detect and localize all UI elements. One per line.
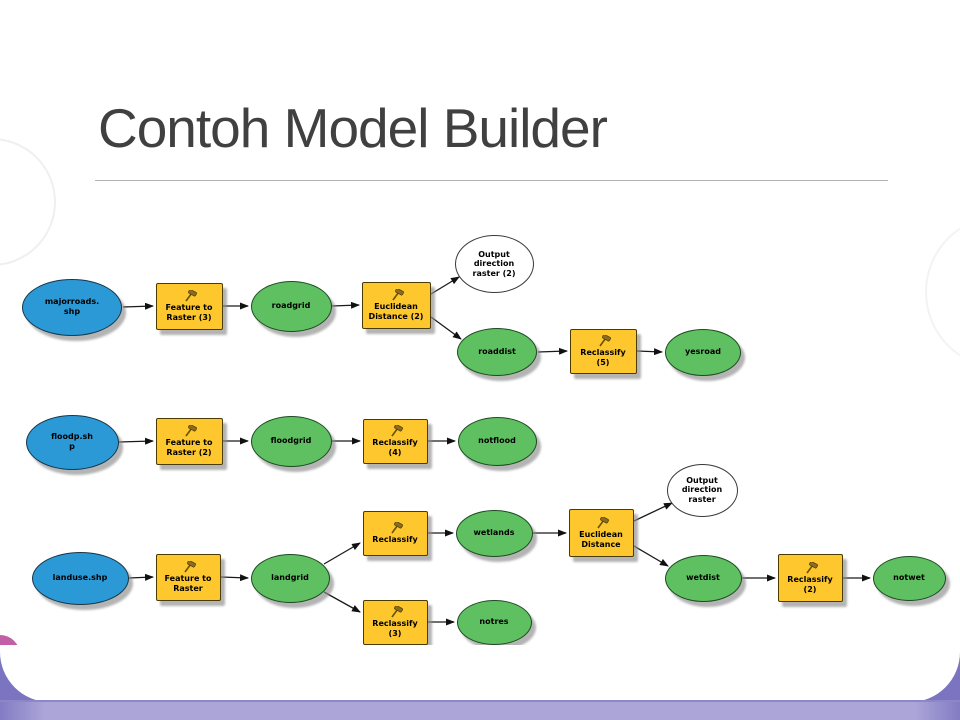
roadgrid-node: roadgrid [250, 280, 332, 332]
majorroads-shp-node: majorroads. shp [22, 278, 122, 336]
hammer-icon [388, 605, 403, 618]
landuse-shp-node: landuse.shp [31, 551, 129, 605]
yesroad-node: yesroad [665, 328, 741, 376]
hammer-icon [181, 560, 196, 573]
reclassify-2-node: Reclassify (2) [777, 554, 843, 602]
wetdist-node: wetdist [664, 554, 742, 602]
floodgrid-label: floodgrid [270, 436, 312, 446]
feature-to-raster-2-label: Feature to Raster (2) [165, 437, 213, 457]
notwet-node: notwet [872, 555, 946, 601]
floodp-shp-node: floodp.sh p [25, 414, 119, 470]
floodgrid-node: floodgrid [250, 415, 332, 467]
notres-node: notres [456, 599, 532, 645]
connector-arrow [331, 301, 360, 309]
roadgrid-label: roadgrid [271, 301, 311, 311]
title-divider [95, 180, 888, 181]
euclidean-distance-label: Euclidean Distance [579, 529, 623, 549]
majorroads-shp-label: majorroads. shp [44, 297, 100, 316]
connector-arrow [220, 574, 249, 582]
connector-arrow [636, 348, 663, 356]
connector-arrow [323, 591, 361, 613]
landgrid-node: landgrid [250, 553, 330, 603]
landgrid-label: landgrid [271, 573, 309, 583]
landuse-shp-label: landuse.shp [52, 573, 108, 583]
wetlands-label: wetlands [473, 528, 515, 538]
yesroad-label: yesroad [685, 347, 721, 357]
footer-white-curve [0, 645, 960, 702]
euclidean-distance-2-label: Euclidean Distance (2) [368, 301, 424, 321]
feature-to-raster-3-label: Feature to Raster (3) [165, 302, 213, 322]
connector-arrow [537, 347, 568, 355]
feature-to-raster-node: Feature to Raster [155, 553, 221, 601]
notflood-node: notflood [457, 416, 537, 466]
feature-to-raster-label: Feature to Raster [164, 573, 212, 593]
connector-arrow [430, 316, 462, 340]
roaddist-node: roaddist [457, 328, 537, 376]
euclidean-distance-2-node: Euclidean Distance (2) [361, 281, 431, 329]
reclassify-3-label: Reclassify (3) [372, 618, 418, 638]
connector-arrow [122, 302, 154, 310]
reclassify-3-node: Reclassify (3) [362, 599, 428, 645]
hammer-icon [389, 288, 404, 301]
connector-arrow [323, 542, 361, 565]
hammer-icon [182, 289, 197, 302]
connector-arrow [633, 545, 669, 567]
floodp-shp-label: floodp.sh p [51, 432, 93, 451]
slide-footer-decoration [0, 635, 960, 720]
notwet-label: notwet [893, 573, 925, 583]
feature-to-raster-3-node: Feature to Raster (3) [155, 282, 223, 330]
reclassify-5-node: Reclassify (5) [569, 328, 637, 374]
reclassify-4-node: Reclassify (4) [362, 418, 428, 464]
reclassify-label: Reclassify [372, 534, 418, 544]
notres-label: notres [479, 617, 509, 627]
output-direction-raster-2-label: Output direction raster (2) [472, 249, 516, 278]
hammer-icon [594, 516, 609, 529]
wetdist-label: wetdist [686, 573, 720, 583]
wetlands-node: wetlands [455, 509, 533, 557]
connector-arrow [118, 437, 154, 445]
output-direction-raster-node: Output direction raster [666, 463, 738, 517]
connector-arrow [128, 573, 154, 581]
hammer-icon [596, 334, 611, 347]
reclassify-5-label: Reclassify (5) [580, 347, 626, 367]
connector-arrow [430, 276, 460, 295]
slide-title: Contoh Model Builder [98, 97, 608, 159]
reclassify-4-label: Reclassify (4) [372, 437, 418, 457]
hammer-icon [182, 424, 197, 437]
footer-purple-band [0, 700, 960, 720]
hammer-icon [388, 424, 403, 437]
euclidean-distance-node: Euclidean Distance [568, 509, 634, 557]
output-direction-raster-label: Output direction raster [681, 475, 723, 504]
hammer-icon [388, 520, 403, 534]
hammer-icon [803, 561, 818, 574]
output-direction-raster-2-node: Output direction raster (2) [454, 235, 534, 293]
feature-to-raster-2-node: Feature to Raster (2) [155, 417, 223, 465]
notflood-label: notflood [478, 436, 516, 446]
reclassify-2-label: Reclassify (2) [787, 574, 833, 594]
connector-arrow [633, 502, 673, 522]
reclassify-node: Reclassify [362, 510, 428, 556]
roaddist-label: roaddist [478, 347, 516, 357]
